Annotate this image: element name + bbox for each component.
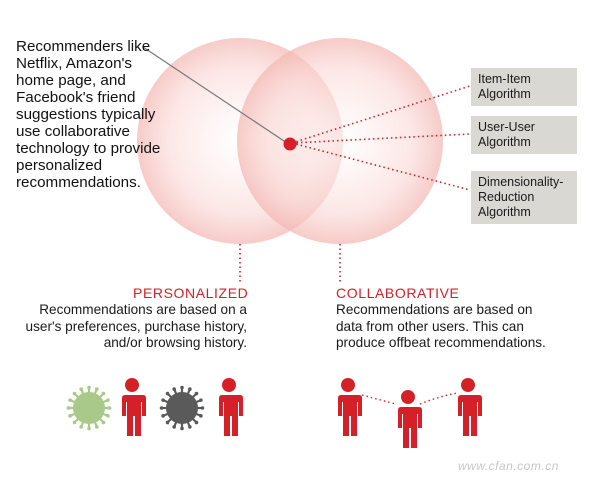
gray-virus-icon (159, 385, 205, 431)
algorithm-item-item: Item-Item Algorithm (471, 68, 577, 106)
intro-leader-line (142, 46, 288, 144)
user-links (361, 392, 459, 405)
person-icon (121, 378, 146, 436)
algorithm-user-user: User-User Algorithm (471, 116, 577, 154)
person-icon (218, 378, 243, 436)
person-icon (397, 390, 422, 448)
algorithm-connectors (291, 85, 471, 191)
intro-text: Recommenders like Netflix, Amazon's home… (16, 38, 161, 191)
algorithm-dimensionality-reduction: Dimensionality-Reduction Algorithm (471, 171, 577, 224)
personalized-description: Recommendations are based on a user's pr… (25, 302, 247, 350)
green-virus-icon (66, 385, 112, 431)
person-icon (457, 378, 482, 436)
person-icon (337, 378, 362, 436)
collaborative-heading: COLLABORATIVE (336, 285, 460, 301)
collaborative-circle (237, 38, 443, 244)
collaborative-description: Recommendations are based on data from o… (336, 302, 546, 350)
intersection-dot (283, 137, 297, 151)
watermark: www.cfan.com.cn (458, 459, 559, 473)
personalized-heading: PERSONALIZED (133, 285, 249, 301)
